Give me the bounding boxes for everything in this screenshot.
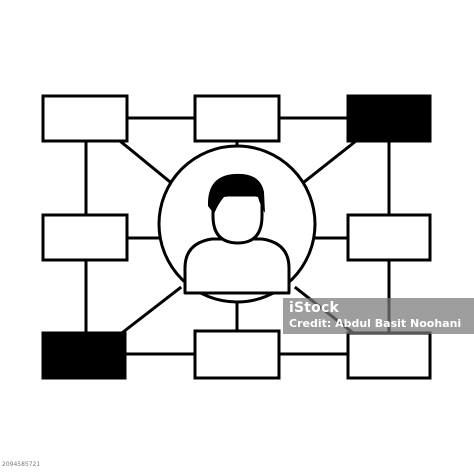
watermark-brand: iStock (289, 300, 340, 316)
watermark: iStock Credit: Abdul Basit Noohani (283, 298, 474, 334)
person-avatar-icon (183, 173, 291, 295)
connector-bottom-left-hub (115, 285, 183, 339)
node-box-bottom-right (346, 331, 432, 380)
node-box-middle-right (346, 213, 432, 262)
node-box-bottom-center (193, 329, 281, 380)
node-box-top-center (193, 94, 281, 143)
node-box-middle-left (41, 213, 129, 262)
watermark-credit: Credit: Abdul Basit Noohani (289, 317, 462, 330)
node-box-top-left (41, 94, 129, 143)
connector-top-right-hub (296, 138, 359, 189)
image-id-label: 2094585721 (2, 461, 41, 468)
node-box-bottom-left (41, 331, 127, 380)
node-box-top-right (346, 94, 432, 143)
connector-top-left-hub (117, 138, 178, 189)
